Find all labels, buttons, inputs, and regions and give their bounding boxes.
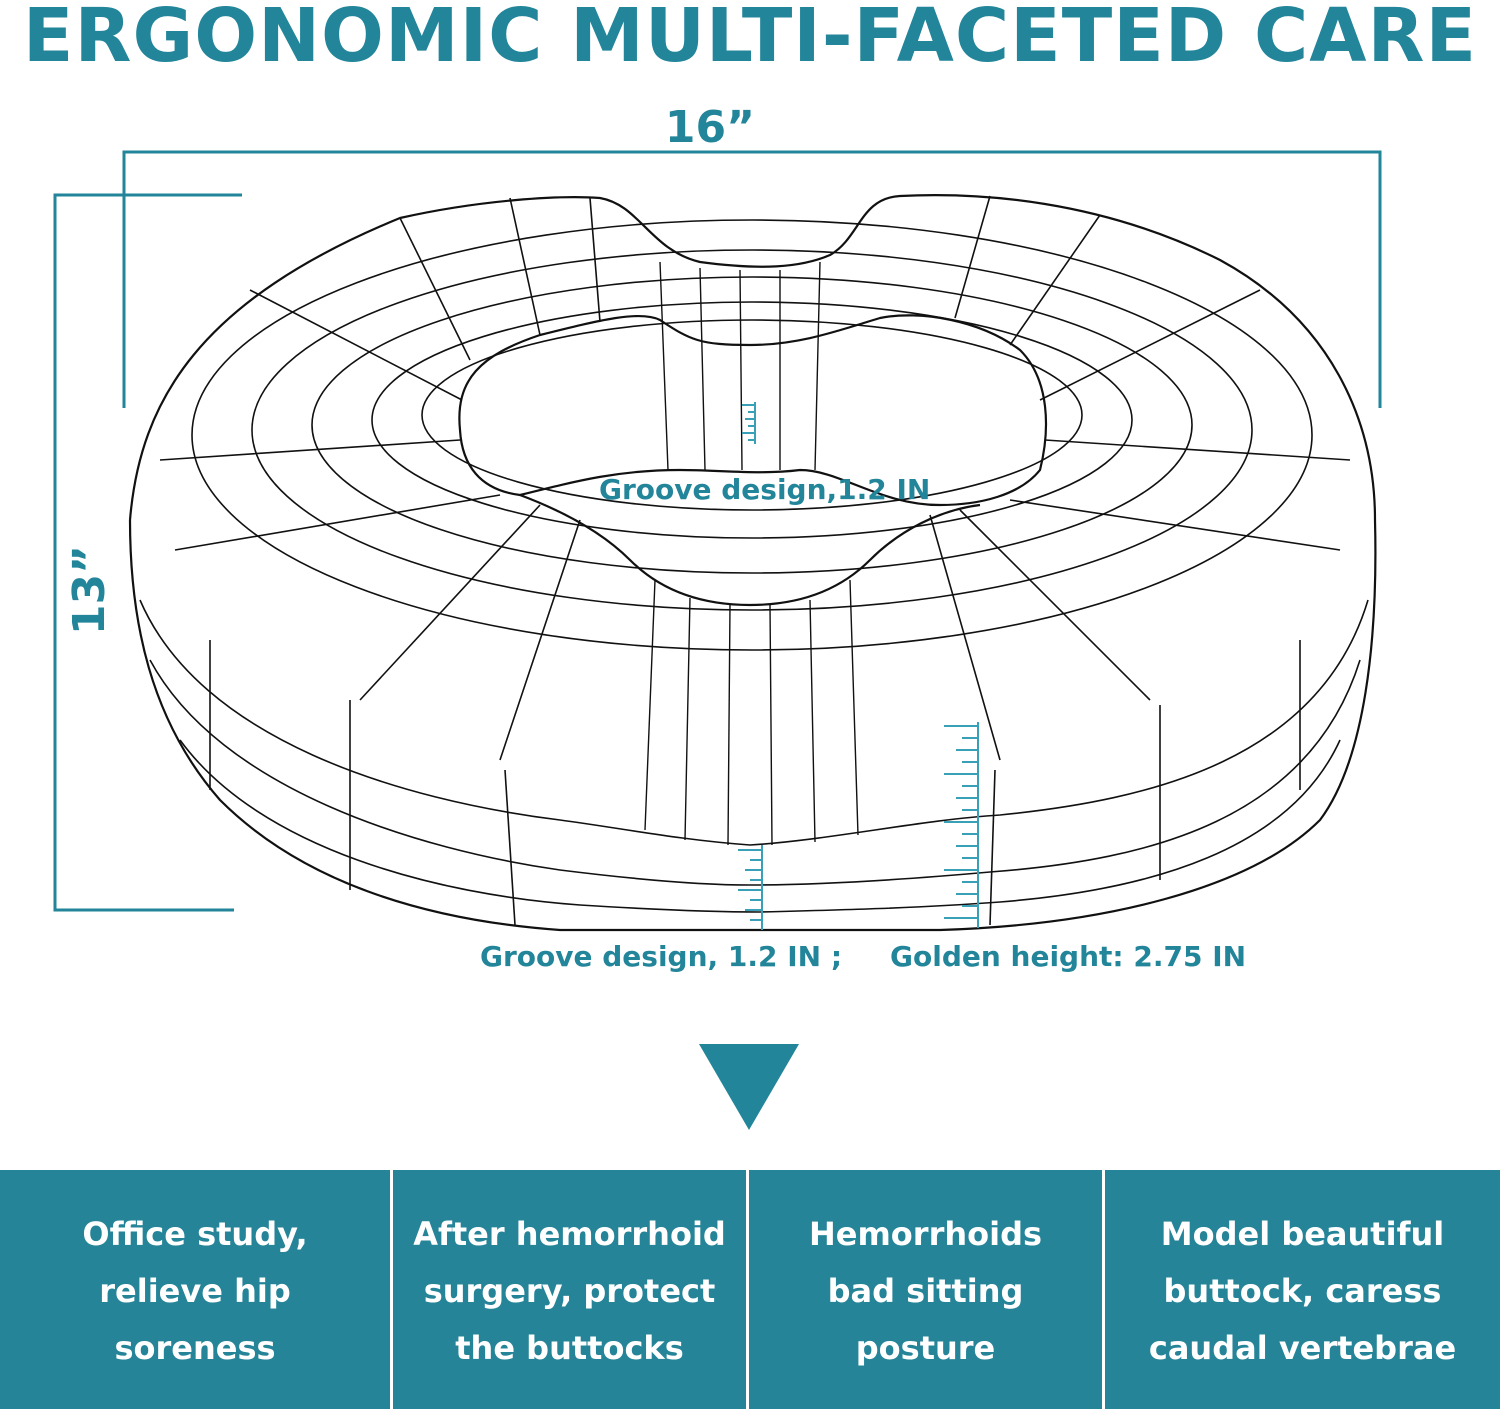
cushion-outline <box>128 194 1377 932</box>
feature-text: Office study, relieve hip soreness <box>82 1215 308 1367</box>
side-bands <box>139 599 1369 913</box>
ruler-height <box>944 722 979 928</box>
height-label: Golden height: 2.75 IN <box>890 940 1247 973</box>
cushion-diagram <box>53 150 1382 932</box>
feature-text: Model beautiful buttock, caress caudal v… <box>1148 1215 1457 1367</box>
top-surface-rings <box>191 219 1313 651</box>
front-groove-lines <box>644 579 859 846</box>
center-groove-label: Groove design,1.2 IN <box>599 473 931 506</box>
height-dimension-line <box>53 193 242 912</box>
feature-cell-posture: Hemorrhoids bad sitting posture <box>749 1170 1105 1409</box>
back-groove-lines <box>659 261 821 471</box>
ruler-front-groove <box>738 845 763 930</box>
feature-text: Hemorrhoids bad sitting posture <box>808 1215 1043 1367</box>
width-dimension-label: 16” <box>664 102 756 153</box>
radial-lines <box>159 195 1351 926</box>
feature-text: After hemorrhoid surgery, protect the bu… <box>413 1215 726 1367</box>
down-triangle-icon <box>699 1044 799 1130</box>
page-title: ERGONOMIC MULTI-FACETED CARE <box>22 0 1478 79</box>
front-groove-label: Groove design, 1.2 IN ; <box>480 940 843 973</box>
feature-panel: Office study, relieve hip soreness After… <box>0 1170 1500 1409</box>
ruler-center <box>742 402 756 444</box>
feature-cell-surgery: After hemorrhoid surgery, protect the bu… <box>393 1170 749 1409</box>
width-dimension-line <box>122 150 1382 408</box>
feature-cell-buttock: Model beautiful buttock, caress caudal v… <box>1105 1170 1500 1409</box>
feature-cell-office: Office study, relieve hip soreness <box>0 1170 393 1409</box>
